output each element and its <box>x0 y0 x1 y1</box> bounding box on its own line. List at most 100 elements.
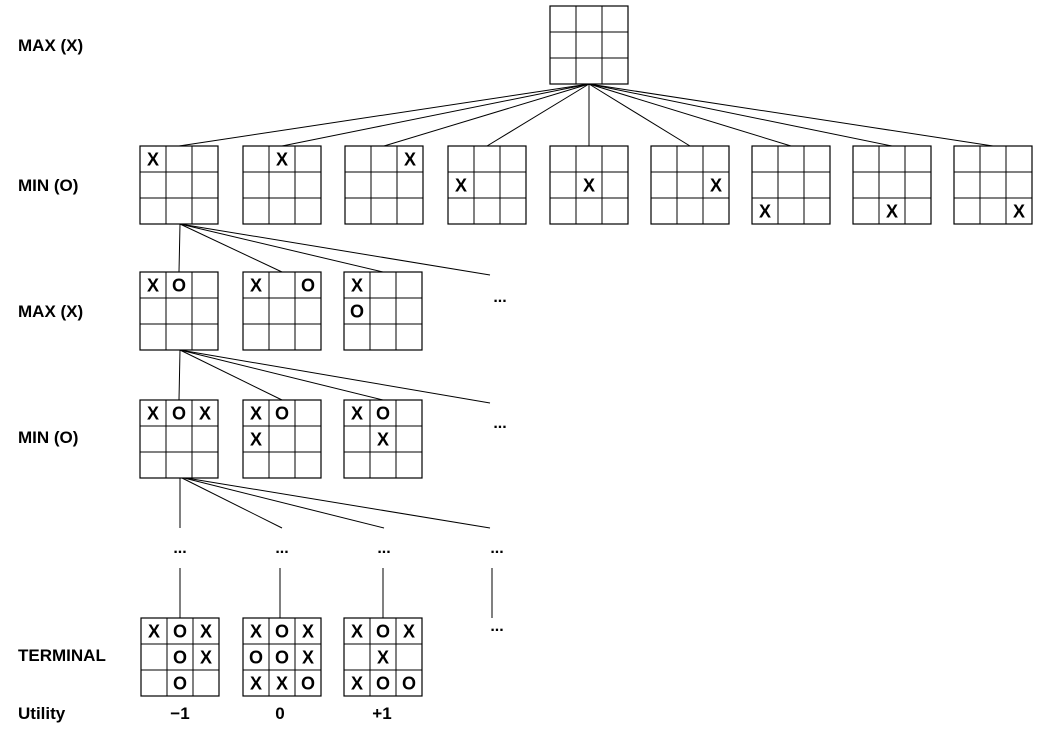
o-mark: O <box>275 403 289 423</box>
edge-min1-to-max2-more <box>179 223 491 276</box>
board-root <box>549 5 629 85</box>
board-min1-5: X <box>549 145 629 225</box>
o-mark: O <box>249 647 263 667</box>
edge-min2-to-deeper-4 <box>179 476 491 529</box>
x-mark: X <box>351 275 363 295</box>
board-min1-4: X <box>447 145 527 225</box>
o-mark: O <box>172 403 186 423</box>
board-min1-6: X <box>650 145 730 225</box>
level-label-min-2: MIN (O) <box>18 428 78 447</box>
x-mark: X <box>302 647 314 667</box>
board-frame <box>852 145 932 225</box>
ellipsis-branch-3: ... <box>377 540 390 557</box>
x-mark: X <box>148 621 160 641</box>
x-mark: X <box>199 403 211 423</box>
tree-edges <box>178 83 994 618</box>
x-mark: X <box>403 621 415 641</box>
board-frame <box>549 5 629 85</box>
level-label-max-1: MAX (X) <box>18 36 83 55</box>
board-frame <box>242 271 322 351</box>
board-min1-1: X <box>139 145 219 225</box>
x-mark: X <box>147 149 159 169</box>
board-frame <box>650 145 730 225</box>
ellipsis-branch-2: ... <box>275 540 288 557</box>
edge-max2-to-min2-more <box>179 349 491 404</box>
edge-min2-to-deeper-2 <box>179 476 283 529</box>
o-mark: O <box>172 275 186 295</box>
o-mark: O <box>402 673 416 693</box>
board-frame <box>343 271 423 351</box>
utility-value-2: 0 <box>275 704 284 723</box>
x-mark: X <box>886 201 898 221</box>
ellipsis-level-3: ... <box>493 415 506 432</box>
board-max2-3: XO <box>343 271 423 351</box>
x-mark: X <box>1013 201 1025 221</box>
x-mark: X <box>351 403 363 423</box>
o-mark: O <box>376 673 390 693</box>
edge-root-to-min1-6 <box>588 83 691 147</box>
o-mark: O <box>173 647 187 667</box>
utility-value-3: +1 <box>372 704 391 723</box>
board-frame <box>139 145 219 225</box>
board-frame <box>140 617 220 697</box>
ellipsis-level-2: ... <box>493 289 506 306</box>
edge-max2-to-min2-2 <box>179 349 283 401</box>
ellipsis-branch-1: ... <box>173 540 186 557</box>
board-frame <box>751 145 831 225</box>
board-frame <box>242 617 322 697</box>
edge-max2-to-min2-3 <box>179 349 384 401</box>
x-mark: X <box>200 647 212 667</box>
x-mark: X <box>200 621 212 641</box>
edge-min1-to-max2-1 <box>178 223 181 273</box>
level-label-min-1: MIN (O) <box>18 176 78 195</box>
x-mark: X <box>759 201 771 221</box>
board-frame <box>343 399 423 479</box>
x-mark: X <box>302 621 314 641</box>
x-mark: X <box>250 275 262 295</box>
board-frame <box>953 145 1033 225</box>
x-mark: X <box>351 621 363 641</box>
x-mark: X <box>276 673 288 693</box>
edge-root-to-min1-2 <box>281 83 590 147</box>
edge-root-to-min1-7 <box>588 83 792 147</box>
o-mark: O <box>301 673 315 693</box>
x-mark: X <box>250 621 262 641</box>
ellipsis-branch-4: ... <box>490 540 503 557</box>
board-frame <box>343 617 423 697</box>
o-mark: O <box>173 673 187 693</box>
o-mark: O <box>173 621 187 641</box>
board-min1-2: X <box>242 145 322 225</box>
board-min1-3: X <box>344 145 424 225</box>
x-mark: X <box>710 175 722 195</box>
x-mark: X <box>147 403 159 423</box>
x-mark: X <box>404 149 416 169</box>
x-mark: X <box>250 673 262 693</box>
x-mark: X <box>377 429 389 449</box>
edge-root-to-min1-4 <box>486 83 590 147</box>
o-mark: O <box>376 403 390 423</box>
ellipsis-terminal: ... <box>490 618 503 635</box>
edge-root-to-min1-1 <box>178 83 590 147</box>
x-mark: X <box>250 429 262 449</box>
x-mark: X <box>276 149 288 169</box>
utility-value-1: −1 <box>170 704 189 723</box>
board-frame <box>242 145 322 225</box>
board-min1-9: X <box>953 145 1033 225</box>
x-mark: X <box>455 175 467 195</box>
edge-max2-to-min2-1 <box>178 349 181 401</box>
edge-root-to-min1-9 <box>588 83 994 147</box>
board-min1-8: X <box>852 145 932 225</box>
edge-root-to-min1-8 <box>588 83 893 147</box>
level-label-max-2: MAX (X) <box>18 302 83 321</box>
x-mark: X <box>583 175 595 195</box>
o-mark: O <box>350 301 364 321</box>
